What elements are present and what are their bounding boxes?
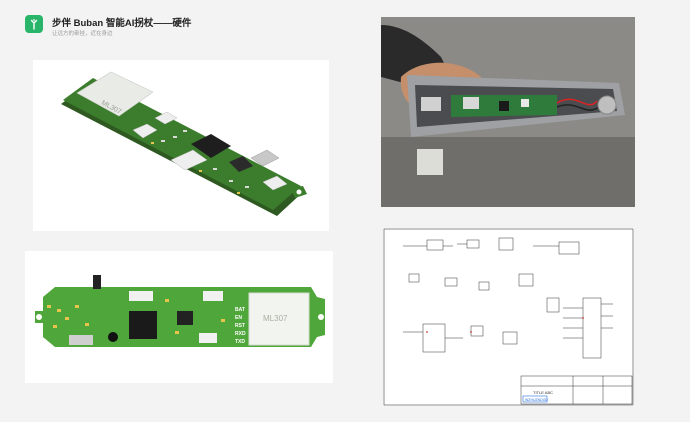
app-logo [25,15,43,33]
cane-logo-icon [30,19,38,30]
module-label-top: ML307 [263,314,288,323]
pin-label-bat: BAT [235,307,245,313]
pcb-top-illustration: ML307 BAT EN RST RXD TXD [35,275,325,347]
schematic-tag: WZHUZNDGD [525,398,548,402]
page-subtitle: 让远方的牵挂，近在身边 [52,31,113,37]
page-title: 步伴 Buban 智能AI拐杖——硬件 [52,18,192,29]
handle-photo-illustration [381,17,635,207]
pin-label-txd: TXD [235,339,245,345]
schematic-illustration: TITLE ABC WZHUZNDGD [383,228,634,406]
pcb-3d-illustration: ML307 [61,71,307,216]
pcb-3d-render: ML307 [33,60,329,231]
assembled-handle-photo [381,17,635,207]
pin-label-rxd: RXD [235,331,246,337]
schematic-title-block: TITLE ABC [533,390,553,395]
pin-label-rst: RST [235,323,245,329]
pin-label-en: EN [235,315,242,321]
schematic-diagram: TITLE ABC WZHUZNDGD [383,228,634,406]
pcb-top-view: ML307 BAT EN RST RXD TXD [25,251,333,383]
